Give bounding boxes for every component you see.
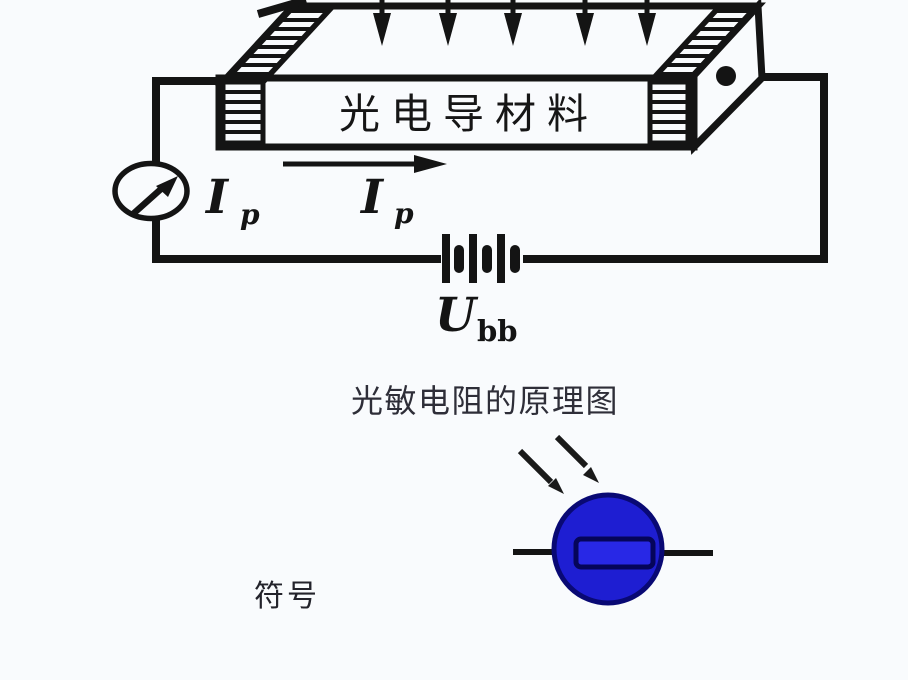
ammeter-needle-icon	[130, 176, 178, 217]
right-electrode-front-hatch	[647, 79, 691, 146]
symbol-caption: 符号	[254, 579, 320, 614]
left-electrode-top-hatch	[230, 0, 336, 84]
left-electrode-front-hatch	[220, 79, 266, 146]
diagram-caption: 光敏电阻的原理图	[351, 382, 619, 420]
photoresistor-symbol	[513, 434, 713, 606]
ammeter	[112, 160, 190, 222]
symbol-light-arrow-icon	[517, 448, 564, 494]
symbol-resistor-body	[573, 536, 656, 570]
light-arrow-icon	[439, 0, 457, 46]
battery-voltage-main: U	[435, 288, 479, 343]
light-arrow-icon	[638, 0, 656, 46]
symbol-light-arrow-icon	[554, 434, 599, 483]
current-flow-arrow	[283, 155, 447, 173]
photoconductor-box: 光电导材料	[215, 0, 766, 155]
ammeter-current-main: I	[204, 170, 230, 225]
battery-voltage-sub: bb	[477, 314, 518, 348]
ammeter-dial	[112, 160, 190, 222]
ammeter-current-sub: p	[240, 198, 260, 231]
flow-current-label: I p	[359, 170, 414, 230]
light-arrow-icon	[373, 0, 391, 46]
ammeter-current-label: I p	[204, 170, 260, 231]
box-top-face	[215, 2, 766, 86]
battery-voltage-label: U bb	[435, 288, 518, 348]
flow-current-main: I	[359, 170, 385, 225]
light-arrow-icon	[576, 0, 594, 46]
wire-right-loop	[523, 73, 828, 263]
light-arrow-icon	[504, 0, 522, 46]
terminal-dot	[716, 66, 736, 86]
box-material-label: 光电导材料	[339, 90, 599, 138]
flow-current-sub: p	[394, 197, 414, 230]
light-arrows	[373, 0, 656, 46]
battery	[442, 234, 520, 283]
box-front-face	[215, 74, 698, 151]
right-electrode-top-hatch	[647, 4, 753, 84]
